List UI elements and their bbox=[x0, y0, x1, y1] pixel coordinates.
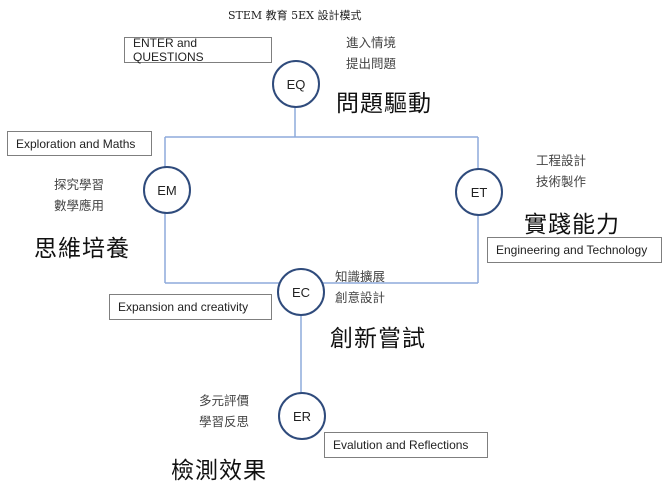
et-sub-1: 工程設計 bbox=[536, 153, 587, 168]
em-sub-1: 探究學習 bbox=[54, 177, 105, 192]
et-heading: 實踐能力 bbox=[524, 212, 620, 238]
et-node: ET bbox=[455, 168, 503, 216]
eq-sub-text: 進入情境提出問題 bbox=[346, 32, 396, 74]
ec-node: EC bbox=[277, 268, 325, 316]
em-heading: 思維培養 bbox=[34, 236, 130, 262]
ec-heading: 創新嘗試 bbox=[330, 326, 426, 352]
et-label-box: Engineering and Technology bbox=[487, 237, 662, 263]
er-heading: 檢測效果 bbox=[171, 458, 267, 484]
eq-sub-1: 進入情境 bbox=[346, 35, 397, 50]
ec-sub-text: 知識擴展創意設計 bbox=[335, 266, 385, 308]
eq-label-box: ENTER and QUESTIONS bbox=[124, 36, 272, 64]
ec-label-box: Expansion and creativity bbox=[109, 294, 272, 320]
eq-heading: 問題驅動 bbox=[336, 91, 432, 117]
eq-sub-2: 提出問題 bbox=[346, 56, 397, 71]
ec-sub-1: 知識擴展 bbox=[335, 269, 386, 284]
em-sub-text: 探究學習數學應用 bbox=[54, 174, 104, 216]
diagram-title: STEM 教育 5EX 設計模式 bbox=[228, 9, 362, 22]
em-sub-2: 數學應用 bbox=[54, 198, 105, 213]
er-sub-text: 多元評價學習反思 bbox=[199, 390, 249, 432]
er-sub-2: 學習反思 bbox=[199, 414, 250, 429]
et-sub-text: 工程設計技術製作 bbox=[536, 150, 586, 192]
em-label-box: Exploration and Maths bbox=[7, 131, 152, 156]
et-sub-2: 技術製作 bbox=[536, 174, 587, 189]
eq-node: EQ bbox=[272, 60, 320, 108]
er-node: ER bbox=[278, 392, 326, 440]
em-node: EM bbox=[143, 166, 191, 214]
ec-sub-2: 創意設計 bbox=[335, 290, 386, 305]
er-sub-1: 多元評價 bbox=[199, 393, 250, 408]
er-label-box: Evalution and Reflections bbox=[324, 432, 488, 458]
